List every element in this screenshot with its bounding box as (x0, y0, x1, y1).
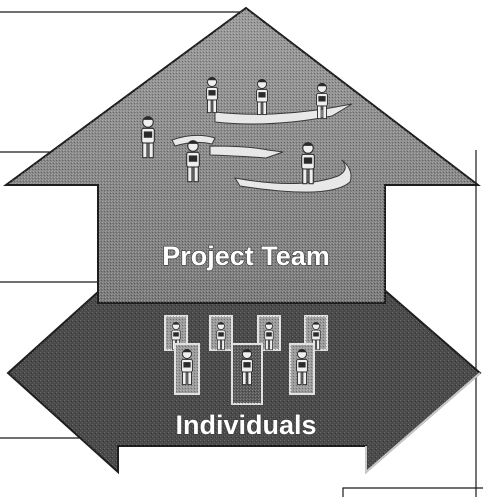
person-with-laptop-icon (316, 83, 328, 120)
person-icon (216, 322, 226, 351)
callout-lines (0, 11, 483, 497)
person-with-laptop-icon (186, 140, 200, 183)
project-team-label: Project Team (162, 241, 330, 271)
individuals-label: Individuals (175, 410, 316, 440)
person-in-frame-icon (304, 315, 328, 351)
person-in-frame-icon (174, 343, 200, 395)
team-figures (141, 77, 328, 185)
person-icon (264, 322, 274, 351)
person-in-frame-icon (289, 343, 315, 395)
person-icon (241, 349, 253, 386)
person-with-laptop-icon (141, 116, 155, 159)
person-in-frame-icon (164, 315, 188, 351)
person-with-laptop-icon (256, 79, 268, 116)
person-in-frame-icon (257, 315, 281, 351)
person-in-frame-icon (231, 343, 263, 405)
person-icon (296, 349, 308, 386)
individual-figures (164, 315, 328, 405)
person-with-laptop-icon (206, 77, 218, 114)
person-in-frame-icon (209, 315, 233, 351)
person-icon (181, 349, 193, 386)
person-with-laptop-icon (301, 142, 315, 185)
